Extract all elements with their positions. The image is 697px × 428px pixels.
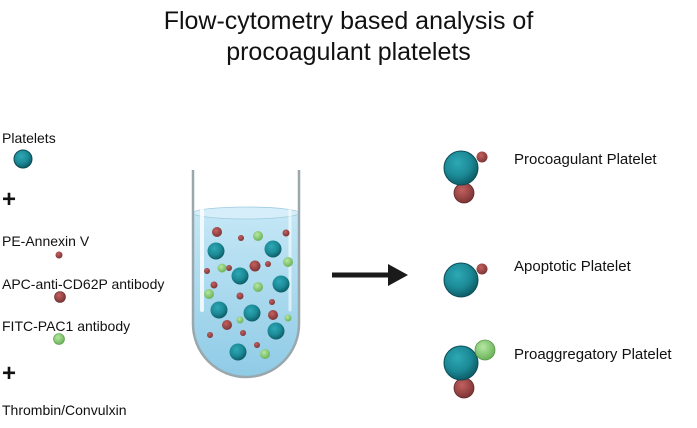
title-line-1: Flow-cytometry based analysis of (163, 7, 534, 35)
label-agonist: Thrombin/Convulxin (2, 402, 127, 418)
label-proaggregatory-platelet: Proaggregatory Platelet (514, 346, 672, 363)
fitc-pac1-icon (53, 333, 65, 345)
label-fitc-pac1: FITC-PAC1 antibody (2, 318, 131, 334)
proaggregatory-platelet-icon (443, 339, 496, 399)
diagram-title: Flow-cytometry based analysis of procoag… (0, 6, 697, 68)
title-line-2: procoagulant platelets (226, 38, 471, 66)
tube-green-particles (204, 231, 293, 359)
apc-cd62p-icon (54, 291, 66, 303)
tube-platelets (207, 240, 290, 361)
apoptotic-platelet-icon (443, 262, 488, 298)
plus-sign-1: + (2, 186, 17, 213)
label-apc-cd62p: APC-anti-CD62P antibody (2, 276, 165, 292)
label-pe-annexin: PE-Annexin V (2, 233, 90, 249)
label-platelets: Platelets (2, 130, 56, 146)
tube-red-particles (204, 227, 290, 348)
test-tube-icon (191, 170, 301, 379)
label-apoptotic-platelet: Apoptotic Platelet (514, 258, 631, 275)
plus-sign-2: + (2, 360, 17, 387)
procoagulant-platelet-icon (443, 150, 488, 204)
platelet-icon (13, 149, 33, 169)
pe-annexin-icon (55, 251, 63, 259)
arrow-right-icon (332, 264, 408, 286)
label-procoagulant-platelet: Procoagulant Platelet (514, 151, 657, 168)
